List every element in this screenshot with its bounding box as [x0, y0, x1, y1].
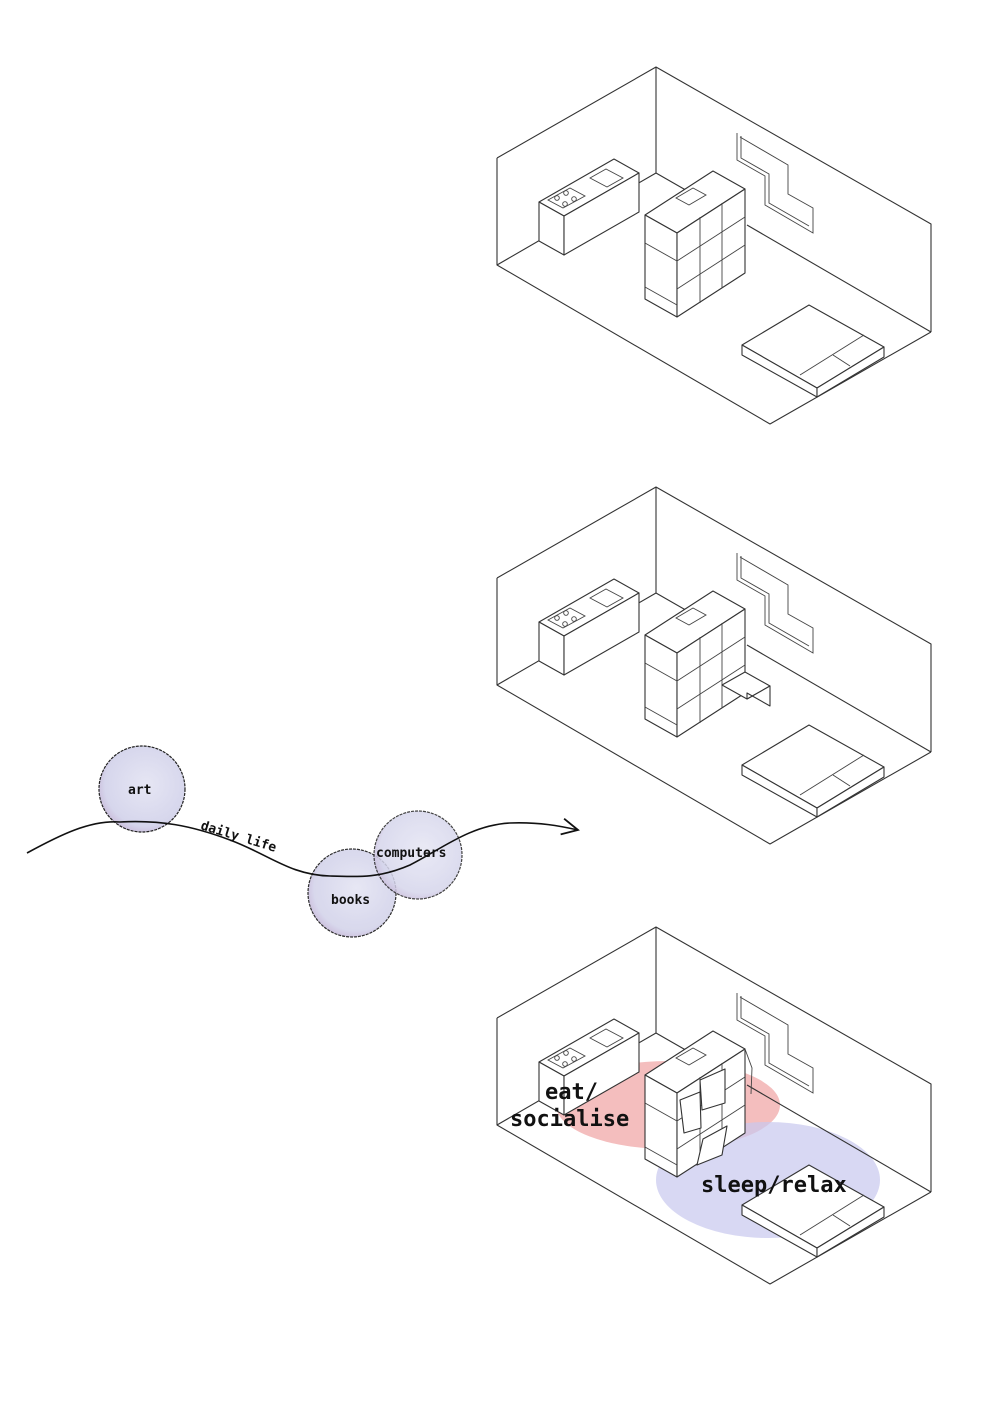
burner: [563, 190, 569, 196]
shelf-top-opening: [675, 607, 707, 626]
bubble-label-books: books: [331, 893, 370, 908]
interest-bubble-computers: [373, 810, 463, 900]
bed-divider: [799, 754, 865, 796]
window-frame-inner: [740, 556, 810, 647]
open-panel-edge: [744, 1048, 753, 1095]
bed-divider: [832, 354, 851, 367]
shelf-divider: [676, 216, 746, 262]
bed-divider: [799, 334, 865, 376]
zone-label-eat: eat/: [545, 1080, 598, 1105]
shelf-divider: [644, 662, 678, 682]
daily-life-path-arrow: [26, 822, 578, 878]
shelf-top-opening: [675, 187, 707, 206]
burner: [554, 1055, 560, 1061]
room-wall-top-edges: [496, 486, 932, 752]
burner: [554, 195, 560, 201]
burner: [563, 610, 569, 616]
sink: [589, 1028, 624, 1048]
shelf-divider: [676, 664, 746, 710]
bed-side-end: [816, 1206, 885, 1258]
open-panel: [679, 1091, 702, 1134]
window-frame: [736, 553, 814, 654]
room-floor-right-edge: [746, 1084, 932, 1193]
fold-out-desk-leg: [746, 685, 771, 707]
shelf-end: [644, 1074, 678, 1178]
interest-bubble-art: [98, 745, 186, 833]
burner: [562, 621, 568, 627]
open-panel: [699, 1068, 726, 1111]
bed-top: [741, 304, 885, 389]
room-state-1: [496, 66, 932, 425]
room-wall-top-edges: [496, 926, 932, 1192]
shelf-divider: [676, 636, 746, 682]
room-state-2: [496, 486, 932, 845]
bubble-label-computers: computers: [376, 846, 446, 861]
room-floor-front-edges: [496, 1018, 932, 1285]
cooktop: [547, 1047, 586, 1069]
burner: [563, 1050, 569, 1056]
burner: [562, 1061, 568, 1067]
shelf-top-opening: [675, 1047, 707, 1066]
shelf-divider: [676, 244, 746, 290]
sink: [589, 588, 624, 608]
shelf-divider: [644, 1102, 678, 1122]
bed-divider: [832, 1214, 851, 1227]
shelf-divider: [676, 1104, 746, 1150]
window-frame-inner: [740, 136, 810, 227]
bed-side-end: [816, 766, 885, 818]
zone-label-socialise: socialise: [510, 1107, 629, 1132]
concept-sketch: art books computers daily life: [26, 745, 578, 938]
shelf-divider: [644, 1146, 678, 1166]
bed-top: [741, 724, 885, 809]
room-wall-top-edges: [496, 66, 932, 332]
shelf-end: [644, 214, 678, 318]
kitchen-counter-side: [563, 1032, 640, 1116]
room-state-3: [496, 926, 932, 1285]
cooktop: [547, 187, 586, 209]
burner: [571, 616, 577, 622]
burner: [571, 1056, 577, 1062]
sink: [589, 168, 624, 188]
room-floor-front-edges: [496, 158, 932, 425]
shelf-divider: [644, 706, 678, 726]
window-frame-inner: [740, 996, 810, 1087]
room-floor-front-edges: [496, 578, 932, 845]
bed-divider: [832, 774, 851, 787]
window-frame: [736, 993, 814, 1094]
open-panel: [696, 1125, 728, 1166]
burner: [571, 196, 577, 202]
bed-divider: [799, 1194, 865, 1236]
bubble-label-art: art: [128, 783, 151, 798]
window-frame: [736, 133, 814, 234]
zone-label-sleep-relax: sleep/relax: [701, 1173, 847, 1198]
room-floor-right-edge: [746, 644, 932, 753]
burner: [554, 615, 560, 621]
kitchen-counter-side: [563, 592, 640, 676]
shelf-end: [644, 634, 678, 738]
shelf-divider: [644, 242, 678, 262]
cooktop: [547, 607, 586, 629]
room-floor-right-edge: [746, 224, 932, 333]
burner: [562, 201, 568, 207]
bed-side-end: [816, 346, 885, 398]
daily-life-label: daily life: [199, 818, 278, 855]
kitchen-counter-side: [563, 172, 640, 256]
shelf-divider: [644, 286, 678, 306]
